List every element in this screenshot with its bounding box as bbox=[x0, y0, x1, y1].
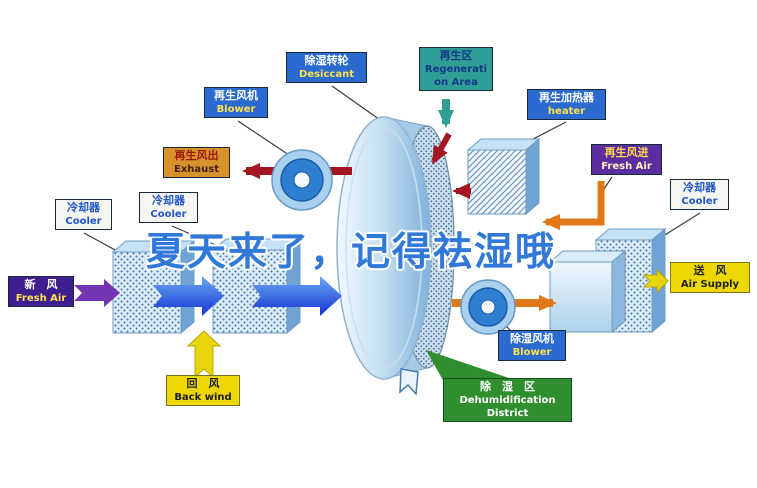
label-exhaust-en: Exhaust bbox=[174, 164, 219, 176]
label-cooler-right-en: Cooler bbox=[681, 196, 718, 208]
label-back-wind-zh: 回 风 bbox=[186, 377, 220, 390]
label-dehumid-blower-zh: 除湿风机 bbox=[510, 332, 554, 345]
label-back-wind: 回 风 Back wind bbox=[166, 375, 240, 407]
label-regen-fresh-air-en: Fresh Air bbox=[601, 161, 652, 173]
regen-fresh-air-arrow bbox=[542, 181, 605, 230]
label-regen-area-en1: Regenerati bbox=[424, 64, 488, 76]
label-exhaust: 再生风出 Exhaust bbox=[163, 147, 230, 179]
label-connector-lines bbox=[83, 85, 701, 334]
process-air-arrow-1 bbox=[153, 276, 224, 316]
label-back-wind-en: Back wind bbox=[174, 392, 232, 404]
label-cooler-left-1-zh: 冷却器 bbox=[67, 201, 100, 214]
regen-air-into-wheel-arrow bbox=[431, 132, 452, 165]
supply-air-box bbox=[548, 249, 627, 334]
label-cooler-left-2-en: Cooler bbox=[150, 209, 187, 221]
label-cooler-left-1: 冷却器 Cooler bbox=[55, 199, 112, 231]
label-air-supply-zh: 送 风 bbox=[693, 264, 727, 277]
label-desiccant-wheel-en: Desiccant bbox=[299, 69, 354, 81]
label-fresh-air-zh: 新 风 bbox=[24, 278, 58, 291]
label-fresh-air-en: Fresh Air bbox=[15, 293, 67, 305]
label-desiccant-wheel: 除湿转轮 Desiccant bbox=[286, 52, 367, 84]
label-fresh-air: 新 风 Fresh Air bbox=[8, 276, 74, 308]
label-dehumid-district-en1: Dehumidification bbox=[459, 395, 556, 407]
label-regen-heater-en: heater bbox=[547, 106, 586, 118]
cooler-box-1 bbox=[111, 239, 196, 335]
label-regen-area-en2: on Area bbox=[434, 77, 478, 89]
regen-blower-fan-icon bbox=[271, 149, 333, 211]
airflow-arrows bbox=[74, 99, 669, 379]
label-regen-heater: 再生加热器 heater bbox=[527, 89, 606, 121]
desiccant-wheel-graphic bbox=[336, 116, 455, 380]
label-air-supply-en: Air Supply bbox=[680, 279, 740, 291]
dehumid-blower-fan-icon bbox=[460, 279, 516, 335]
label-dehumid-blower-en: Blower bbox=[512, 347, 552, 359]
label-regen-blower-en: Blower bbox=[216, 104, 256, 116]
label-dehumid-district-zh: 除 湿 区 bbox=[480, 380, 535, 393]
supply-air-arrow bbox=[642, 268, 669, 294]
wheel-ribbon bbox=[399, 368, 419, 396]
fresh-air-arrow bbox=[74, 279, 120, 307]
label-desiccant-wheel-zh: 除湿转轮 bbox=[304, 54, 349, 67]
label-regen-heater-zh: 再生加热器 bbox=[539, 91, 594, 104]
label-dehumid-blower: 除湿风机 Blower bbox=[498, 330, 566, 362]
label-regen-area: 再生区 Regenerati on Area bbox=[419, 47, 493, 92]
regen-heater-box bbox=[466, 137, 541, 216]
label-regen-area-zh: 再生区 bbox=[439, 49, 473, 62]
process-air-arrow-2 bbox=[252, 276, 342, 316]
label-regen-blower-zh: 再生风机 bbox=[214, 89, 258, 102]
label-cooler-left-1-en: Cooler bbox=[65, 216, 102, 228]
label-air-supply: 送 风 Air Supply bbox=[670, 262, 750, 294]
label-cooler-right-zh: 冷却器 bbox=[683, 181, 716, 194]
dehumid-zone-pointer bbox=[426, 350, 512, 382]
label-dehumid-district: 除 湿 区 Dehumidification District bbox=[443, 378, 572, 423]
label-dehumid-district-en2: District bbox=[486, 408, 529, 420]
label-regen-fresh-air-zh: 再生风进 bbox=[604, 146, 649, 159]
watermark-text: 夏天来了，记得祛湿哦 bbox=[146, 230, 557, 275]
label-cooler-left-2-zh: 冷却器 bbox=[152, 194, 185, 207]
label-exhaust-zh: 再生风出 bbox=[174, 149, 219, 162]
return-air-arrow bbox=[186, 330, 222, 379]
label-regen-fresh-air: 再生风进 Fresh Air bbox=[591, 144, 662, 176]
label-cooler-left-2: 冷却器 Cooler bbox=[139, 192, 198, 224]
label-regen-blower: 再生风机 Blower bbox=[204, 87, 268, 119]
label-cooler-right: 冷却器 Cooler bbox=[670, 179, 729, 211]
